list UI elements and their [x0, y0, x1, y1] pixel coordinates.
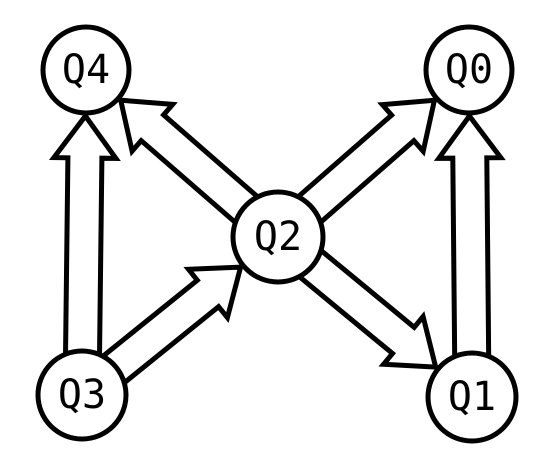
node-q1-circle — [425, 350, 519, 444]
node-q2-label: Q2 — [254, 214, 302, 260]
node-q0-label: Q0 — [445, 47, 493, 93]
node-q2-circle — [230, 189, 326, 285]
arrow-q2-to-q0 — [292, 97, 438, 228]
arrow-q3-to-q4 — [48, 111, 121, 360]
node-q4-circle — [40, 24, 132, 116]
edges-layer — [48, 97, 506, 388]
node-q4: Q4 — [40, 24, 132, 116]
arrow-q2-to-q1 — [293, 245, 439, 370]
arrow-q1-to-q0 — [433, 111, 506, 362]
node-q0: Q0 — [423, 24, 515, 116]
nodes-layer: Q4 Q0 Q2 Q3 Q1 — [35, 24, 519, 444]
node-q3-circle — [35, 348, 129, 442]
node-q0-circle — [423, 24, 515, 116]
node-q4-label: Q4 — [62, 47, 110, 93]
node-q3-label: Q3 — [58, 372, 106, 418]
node-q3: Q3 — [35, 348, 129, 442]
arrow-q3-to-q2 — [97, 264, 244, 388]
arrow-q2-to-q4 — [117, 97, 264, 228]
node-q1-label: Q1 — [448, 374, 496, 420]
node-q2: Q2 — [230, 189, 326, 285]
node-q1: Q1 — [425, 350, 519, 444]
